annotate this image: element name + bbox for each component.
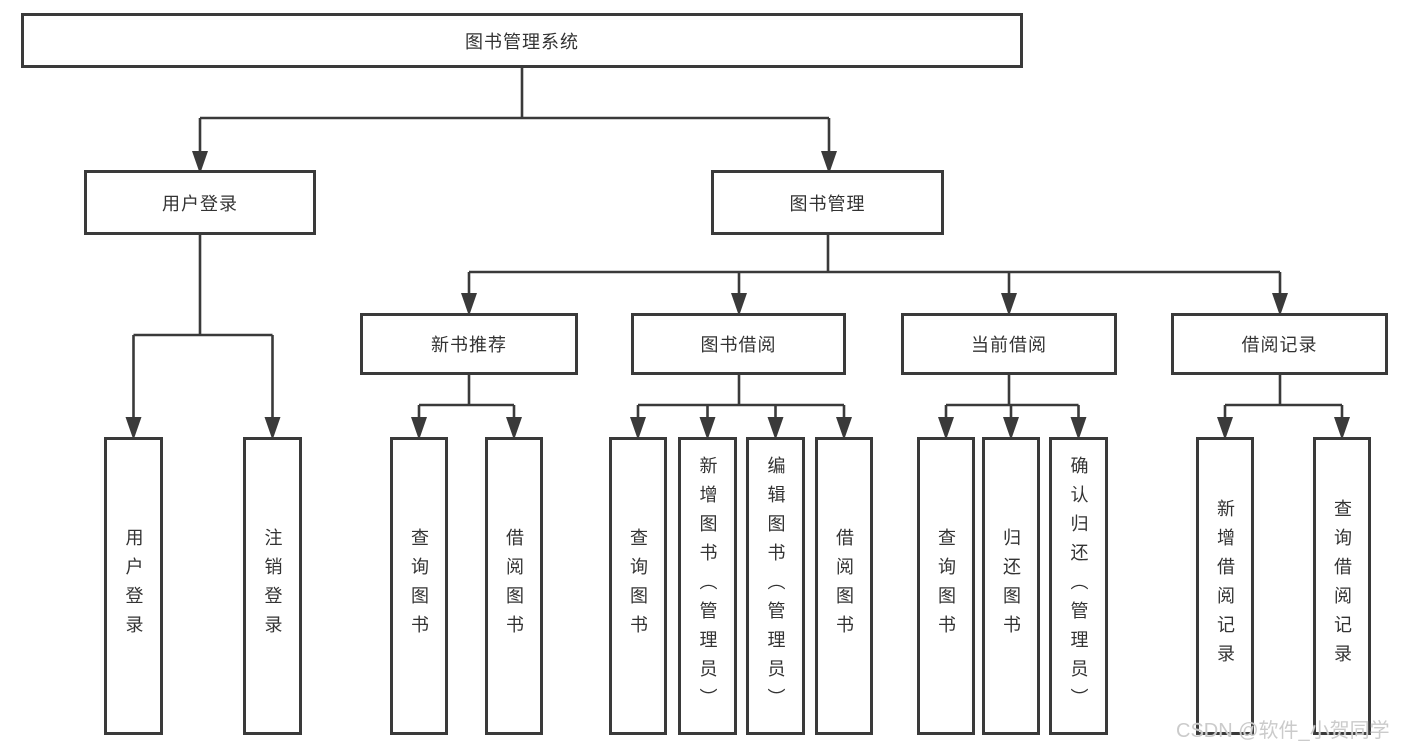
node-borrowing-records: 借阅记录 <box>1171 313 1388 375</box>
node-user-login: 用户登录 <box>84 170 316 235</box>
node-current-borrowing-label: 当前借阅 <box>971 335 1047 355</box>
leaf-edit-books-admin-label: 编辑图书（管理员） <box>765 455 786 717</box>
root-node-label: 图书管理系统 <box>465 31 579 52</box>
node-user-login-label: 用户登录 <box>162 193 238 214</box>
leaf-query-books-borrow-label: 查询图书 <box>628 528 648 644</box>
leaf-query-books-recommend-label: 查询图书 <box>409 528 429 644</box>
leaf-query-books-current: 查询图书 <box>917 437 975 735</box>
leaf-query-books-recommend: 查询图书 <box>390 437 448 735</box>
node-current-borrowing: 当前借阅 <box>901 313 1117 375</box>
leaf-borrow-books-borrow: 借阅图书 <box>815 437 873 735</box>
leaf-confirm-return-admin: 确认归还（管理员） <box>1049 437 1108 735</box>
node-book-management: 图书管理 <box>711 170 944 235</box>
leaf-query-borrow-record-label: 查询借阅记录 <box>1332 499 1352 673</box>
leaf-logout-login-label: 注销登录 <box>262 528 283 644</box>
leaf-query-books-borrow: 查询图书 <box>609 437 667 735</box>
leaf-add-borrow-record-label: 新增借阅记录 <box>1215 499 1235 673</box>
leaf-confirm-return-admin-label: 确认归还（管理员） <box>1068 455 1089 717</box>
leaf-add-borrow-record: 新增借阅记录 <box>1196 437 1254 735</box>
node-book-borrowing-label: 图书借阅 <box>700 335 777 355</box>
leaf-user-login: 用户登录 <box>104 437 163 735</box>
leaf-add-books-admin: 新增图书（管理员） <box>678 437 737 735</box>
root-node-library-management-system: 图书管理系统 <box>21 13 1023 68</box>
node-new-book-recommendation-label: 新书推荐 <box>431 335 507 355</box>
leaf-query-books-current-label: 查询图书 <box>936 528 956 644</box>
node-book-management-label: 图书管理 <box>789 193 866 214</box>
leaf-return-books-label: 归还图书 <box>1001 528 1021 644</box>
leaf-edit-books-admin: 编辑图书（管理员） <box>746 437 805 735</box>
leaf-borrow-books-recommend-label: 借阅图书 <box>504 528 524 644</box>
leaf-user-login-label: 用户登录 <box>123 528 144 644</box>
leaf-add-books-admin-label: 新增图书（管理员） <box>697 455 718 717</box>
leaf-logout-login: 注销登录 <box>243 437 302 735</box>
node-borrowing-records-label: 借阅记录 <box>1241 335 1318 355</box>
csdn-watermark: CSDN @软件_小贺同学 <box>1176 720 1390 742</box>
node-book-borrowing: 图书借阅 <box>631 313 846 375</box>
leaf-borrow-books-borrow-label: 借阅图书 <box>834 528 854 644</box>
leaf-query-borrow-record: 查询借阅记录 <box>1313 437 1371 735</box>
leaf-borrow-books-recommend: 借阅图书 <box>485 437 543 735</box>
leaf-return-books: 归还图书 <box>982 437 1040 735</box>
node-new-book-recommendation: 新书推荐 <box>360 313 578 375</box>
